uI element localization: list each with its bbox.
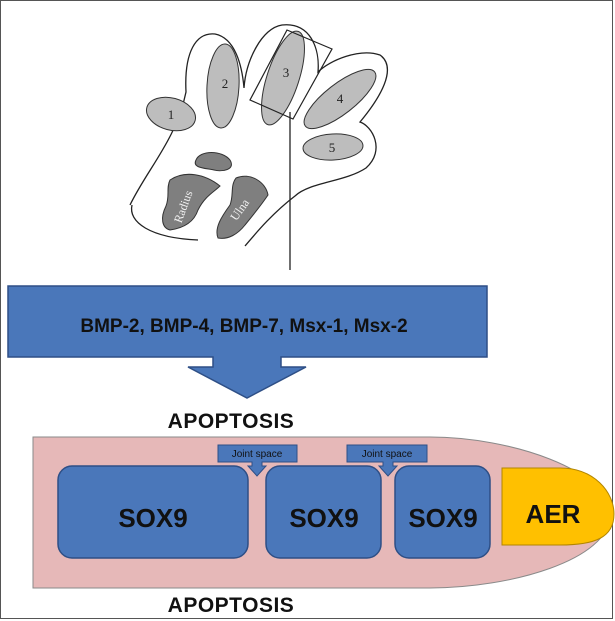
sox9-condensation-2 <box>265 465 382 559</box>
digit-2-bone <box>206 43 240 129</box>
joint-space-callout-1 <box>217 444 298 477</box>
joint-space-callout-2 <box>346 444 428 477</box>
digit-4-bone <box>303 68 377 130</box>
hand-outline-inner <box>130 204 199 241</box>
apoptosis-bottom-label: APOPTOSIS <box>168 594 295 617</box>
apoptosis-top-label: APOPTOSIS <box>168 410 295 433</box>
digit-4-label: 4 <box>337 91 344 106</box>
aer-region <box>501 467 615 546</box>
sox9-condensation-1 <box>57 465 249 559</box>
aer-label: AER <box>526 499 581 529</box>
digit-1-bone <box>145 96 197 132</box>
ulna-bone <box>216 175 269 239</box>
sox9-label-3: SOX9 <box>408 503 477 533</box>
carpal-bone <box>194 152 232 172</box>
digit-3-bone <box>261 30 305 126</box>
hand-outline <box>129 24 389 247</box>
digit-5-bone <box>302 133 364 161</box>
digit-3-label: 3 <box>283 65 290 80</box>
joint-space-label-2: Joint space <box>362 449 413 460</box>
signals-arrow <box>7 285 488 399</box>
digit-2-label: 2 <box>222 76 229 91</box>
signals-label: BMP-2, BMP-4, BMP-7, Msx-1, Msx-2 <box>80 316 407 337</box>
digit-5-label: 5 <box>329 140 336 155</box>
digit-3-selection-box <box>249 29 333 120</box>
joint-space-label-1: Joint space <box>232 449 283 460</box>
sox9-label-1: SOX9 <box>118 503 187 533</box>
radius-bone <box>162 173 221 231</box>
digit-1-label: 1 <box>168 107 175 122</box>
sox9-label-2: SOX9 <box>289 503 358 533</box>
sox9-condensation-3 <box>394 465 491 559</box>
